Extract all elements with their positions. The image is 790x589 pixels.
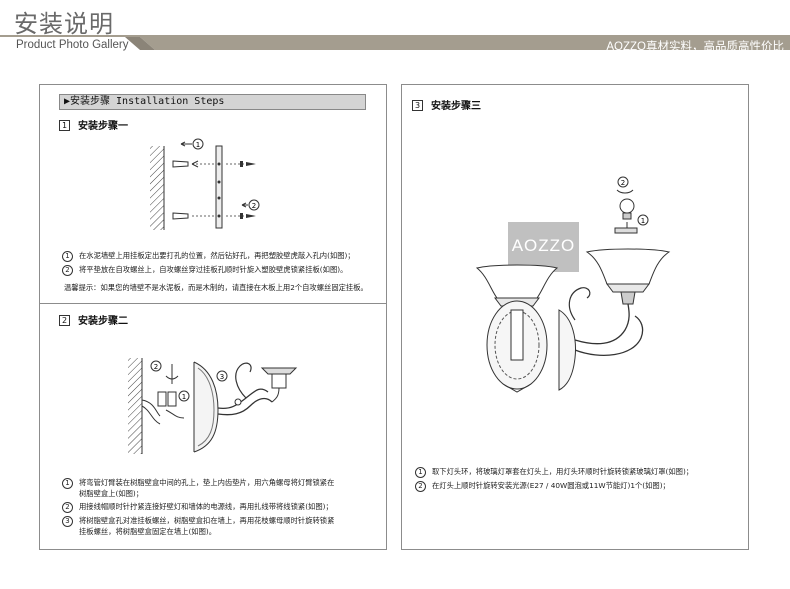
wall-hatching-icon [150,146,165,230]
warm-tip-note: 温馨提示：如果您的墙壁不是水泥板，而是木制的，请直接在木板上用2个自攻螺丝固定挂… [64,283,368,292]
instructions-panel-left [39,84,387,550]
step2-instruction-2: 2 用接线帽顺时针拧紧连接好壁灯和墙体的电源线，再用扎线带将线锁紧(如图)； [62,502,333,513]
instruction-number: 2 [62,502,73,513]
glass-shade-front-icon [475,264,559,307]
step3-instruction-1: 1 取下灯头环，将玻璃灯罩套在灯头上，用灯头环顺时针旋转锁紧玻璃灯罩(如图)； [415,467,693,478]
instructions-panel-right [401,84,749,550]
instruction-number: 1 [62,478,73,489]
wall-plate-front-icon [486,300,548,393]
lamp-ring-icon [614,227,638,234]
instruction-text: 用接线帽顺时针拧紧连接好壁灯和墙体的电源线，再用扎线带将线锁紧(如图)； [79,502,333,511]
step1-number: 1 [59,120,70,131]
wire-connector-icon [141,391,185,425]
instruction-text: 挂板螺丝，将树脂壁盒固定在墙上(如图)。 [79,527,217,536]
callout-marker [617,176,629,188]
wall-plate-side-icon [558,309,576,391]
lamp-holder-icon [260,367,298,403]
callout-marker [178,390,190,402]
instruction-text: 在灯头上顺时针旋转安装光源(E27 / 40W圆泡或11W节能灯)1个(如图)； [432,481,670,490]
callout-label: 3 [220,373,224,381]
panel-divider [39,303,387,304]
step1-instruction-2: 2 将平垫放在自攻螺丝上，自攻螺丝穿过挂板孔顺时针旋入塑胶壁虎锁紧挂板(如图)。 [62,265,347,276]
instruction-number: 2 [62,265,73,276]
instruction-number: 1 [415,467,426,478]
step2-heading: 2 安装步骤二 [59,312,128,327]
light-bulb-icon [619,198,635,230]
instruction-text: 将平垫放在自攻螺丝上，自攻螺丝穿过挂板孔顺时针旋入塑胶壁虎锁紧挂板(如图)。 [79,265,348,274]
callout-label: 1 [196,141,200,149]
step1-diagram: 1 2 [150,138,260,230]
callout-marker [216,370,228,382]
brand-tagline: AOZZO真材实料，高品质高性价比 [606,41,784,53]
callout-label: 2 [252,202,256,210]
step1-heading: 1 安装步骤一 [59,117,128,132]
step2-instruction-1: 1 将弯管灯臂装在树脂壁盒中间的孔上，垫上内齿垫片，用六角螺母将灯臂锁紧在 树脂壁… [62,478,334,500]
glass-shade-side-icon [585,248,671,305]
screw-icon [226,161,256,219]
instruction-text: 树脂壁盒上(如图)； [79,489,144,498]
aozzo-watermark-logo [508,222,579,272]
step1-title: 安装步骤一 [78,121,128,132]
callout-label: 2 [154,363,158,371]
wall-anchor-icon [172,160,214,220]
instruction-text: 取下灯头环，将玻璃灯罩套在灯头上，用灯头环顺时针旋转锁紧玻璃灯罩(如图)； [432,467,694,476]
callout-marker [192,138,204,150]
step2-instruction-3: 3 将树脂壁盒孔对准挂板螺丝，树脂壁盒扣在墙上，再用花枝螺母顺时针旋转锁紧 挂板螺… [62,516,334,538]
gallery-subtitle: Product Photo Gallery [16,39,129,51]
installation-steps-banner: ▶安装步骤 Installation Steps [59,94,366,110]
instruction-number: 1 [62,251,73,262]
step2-number: 2 [59,315,70,326]
instruction-number: 3 [62,516,73,527]
step3-instruction-2: 2 在灯头上顺时针旋转安装光源(E27 / 40W圆泡或11W节能灯)1个(如图)… [415,481,670,492]
step2-diagram: 1 2 3 [128,358,298,454]
instruction-text: 将弯管灯臂装在树脂壁盒中间的孔上，垫上内齿垫片，用六角螺母将灯臂锁紧在 [79,478,335,487]
instruction-number: 2 [415,481,426,492]
lamp-arm-icon [217,362,273,416]
wall-hatching-icon [128,358,143,454]
callout-label: 1 [641,217,645,225]
step2-title: 安装步骤二 [78,316,128,327]
callout-label: 1 [182,393,186,401]
header-bar [0,35,790,50]
step3-title: 安装步骤三 [431,101,481,112]
callout-marker [150,360,162,372]
instruction-text: 在水泥墙壁上用挂板定出要打孔的位置，然后钻好孔，再把塑胶壁虎敲入孔内(如图)； [79,251,355,260]
step3-number: 3 [412,100,423,111]
callout-marker [248,199,260,211]
callout-label: 2 [621,179,625,187]
instruction-text: 将树脂壁盒孔对准挂板螺丝，树脂壁盒扣在墙上，再用花枝螺母顺时针旋转锁紧 [79,516,335,525]
callout-marker [637,214,649,226]
resin-wall-box-icon [193,361,219,453]
mounting-plate-icon [215,145,223,229]
step3-diagram: 2 1 [475,176,671,393]
step3-heading: 3 安装步骤三 [412,97,481,112]
step1-instruction-1: 1 在水泥墙壁上用挂板定出要打孔的位置，然后钻好孔，再把塑胶壁虎敲入孔内(如图)； [62,251,355,262]
page-title: 安装说明 [14,10,114,38]
lamp-arm-side-icon [568,287,644,356]
watermark-text: AOZZO [511,236,576,255]
